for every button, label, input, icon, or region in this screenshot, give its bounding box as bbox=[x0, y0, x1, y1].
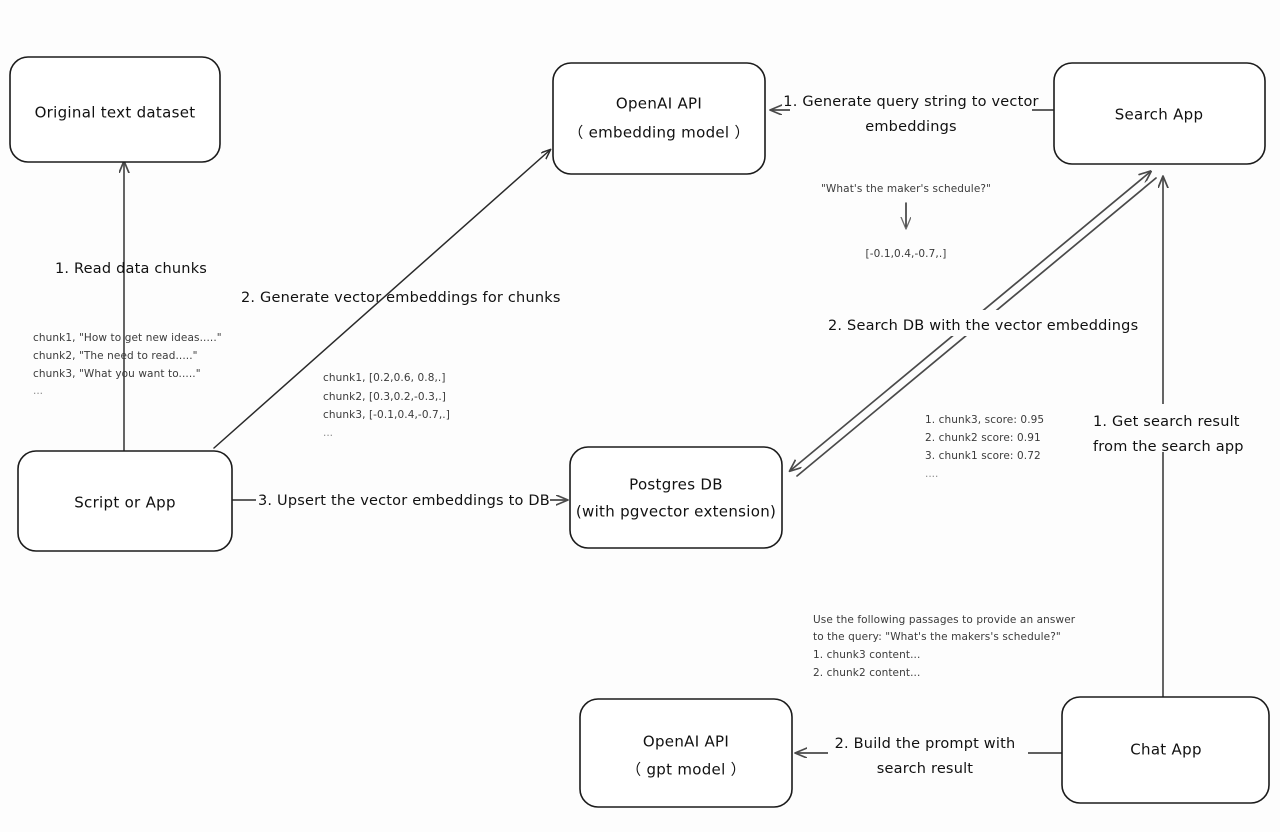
note-search-results-line-1: 1. chunk3, score: 0.95 bbox=[925, 414, 1044, 426]
edge-label-get-result-line1: 1. Get search result bbox=[1093, 414, 1240, 430]
edge-generate-query-embeddings: 1. Generate query string to vector embed… bbox=[772, 88, 1054, 135]
edge-get-search-result: 1. Get search result from the search app bbox=[1086, 178, 1264, 701]
node-label-postgres-db-line2: (with pgvector extension) bbox=[576, 503, 776, 521]
note-prompt-example: Use the following passages to provide an… bbox=[813, 614, 1076, 679]
edge-upsert-to-db: 3. Upsert the vector embeddings to DB bbox=[232, 487, 566, 511]
node-label-openai-embedding-line1: OpenAI API bbox=[616, 95, 702, 113]
note-prompt-line-1: Use the following passages to provide an… bbox=[813, 614, 1076, 626]
edge-label-search-db: 2. Search DB with the vector embeddings bbox=[828, 318, 1138, 334]
edge-label-generate-embeddings: 2. Generate vector embeddings for chunks bbox=[241, 290, 561, 306]
edge-generate-vector-embeddings: 2. Generate vector embeddings for chunks bbox=[213, 150, 561, 449]
node-label-search-app: Search App bbox=[1115, 106, 1204, 124]
edge-label-read-chunks: 1. Read data chunks bbox=[55, 261, 207, 277]
note-search-results-line-3: 3. chunk1 score: 0.72 bbox=[925, 450, 1041, 462]
edge-label-query-embeddings-line1: 1. Generate query string to vector bbox=[783, 94, 1038, 110]
note-source-chunks-ellipsis: ... bbox=[33, 385, 43, 397]
node-label-chat-app: Chat App bbox=[1130, 741, 1202, 759]
edge-label-upsert: 3. Upsert the vector embeddings to DB bbox=[258, 493, 550, 509]
note-source-chunks-line-1: chunk1, "How to get new ideas....." bbox=[33, 332, 222, 344]
note-search-results-ellipsis: .... bbox=[925, 468, 938, 480]
node-label-script-or-app: Script or App bbox=[74, 494, 176, 512]
note-search-results-line-2: 2. chunk2 score: 0.91 bbox=[925, 432, 1041, 444]
node-chat-app[interactable]: Chat App bbox=[1061, 696, 1270, 804]
edge-build-prompt: 2. Build the prompt with search result bbox=[797, 728, 1063, 777]
edge-label-build-prompt-line1: 2. Build the prompt with bbox=[835, 736, 1016, 752]
node-label-openai-gpt-line1: OpenAI API bbox=[643, 733, 729, 751]
edge-label-get-result-line2: from the search app bbox=[1093, 439, 1244, 455]
edge-read-data-chunks: 1. Read data chunks bbox=[55, 163, 207, 461]
note-query-example: "What's the maker's schedule?" [-0.1,0.4… bbox=[821, 183, 991, 260]
note-search-results: 1. chunk3, score: 0.95 2. chunk2 score: … bbox=[925, 414, 1044, 480]
note-chunk-embeddings-line-3: chunk3, [-0.1,0.4,-0.7,.] bbox=[323, 409, 450, 421]
note-prompt-line-3: 1. chunk3 content... bbox=[813, 649, 920, 661]
note-source-chunks-line-3: chunk3, "What you want to....." bbox=[33, 368, 201, 380]
note-chunk-embeddings: chunk1, [0.2,0.6, 0.8,.] chunk2, [0.3,0.… bbox=[323, 372, 450, 439]
note-chunk-embeddings-ellipsis: ... bbox=[323, 427, 333, 439]
note-query-string: "What's the maker's schedule?" bbox=[821, 183, 991, 195]
node-original-text-dataset[interactable]: Original text dataset bbox=[9, 56, 221, 163]
node-openai-api-embedding[interactable]: OpenAI API （ embedding model ） bbox=[552, 62, 766, 175]
node-label-postgres-db-line1: Postgres DB bbox=[629, 476, 723, 494]
edge-search-db: 2. Search DB with the vector embeddings bbox=[791, 172, 1157, 477]
node-openai-api-gpt[interactable]: OpenAI API （ gpt model ） bbox=[579, 698, 793, 808]
note-chunk-embeddings-line-2: chunk2, [0.3,0.2,-0.3,.] bbox=[323, 391, 446, 403]
node-label-openai-gpt-line2: （ gpt model ） bbox=[626, 761, 746, 779]
node-label-original-dataset: Original text dataset bbox=[35, 104, 196, 122]
note-query-embedding: [-0.1,0.4,-0.7,.] bbox=[866, 248, 947, 260]
node-search-app[interactable]: Search App bbox=[1053, 62, 1266, 165]
node-script-or-app[interactable]: Script or App bbox=[17, 450, 233, 552]
edge-label-query-embeddings-line2: embeddings bbox=[865, 119, 957, 135]
note-prompt-line-4: 2. chunk2 content... bbox=[813, 667, 920, 679]
note-chunk-embeddings-line-1: chunk1, [0.2,0.6, 0.8,.] bbox=[323, 372, 446, 384]
note-source-chunks-line-2: chunk2, "The need to read....." bbox=[33, 350, 198, 362]
node-label-openai-embedding-line2: （ embedding model ） bbox=[568, 124, 750, 142]
edge-label-build-prompt-line2: search result bbox=[877, 761, 974, 777]
note-prompt-line-2: to the query: "What's the makers's sched… bbox=[813, 631, 1061, 643]
note-source-chunks: chunk1, "How to get new ideas....." chun… bbox=[33, 332, 222, 397]
node-postgres-db[interactable]: Postgres DB (with pgvector extension) bbox=[569, 446, 783, 549]
